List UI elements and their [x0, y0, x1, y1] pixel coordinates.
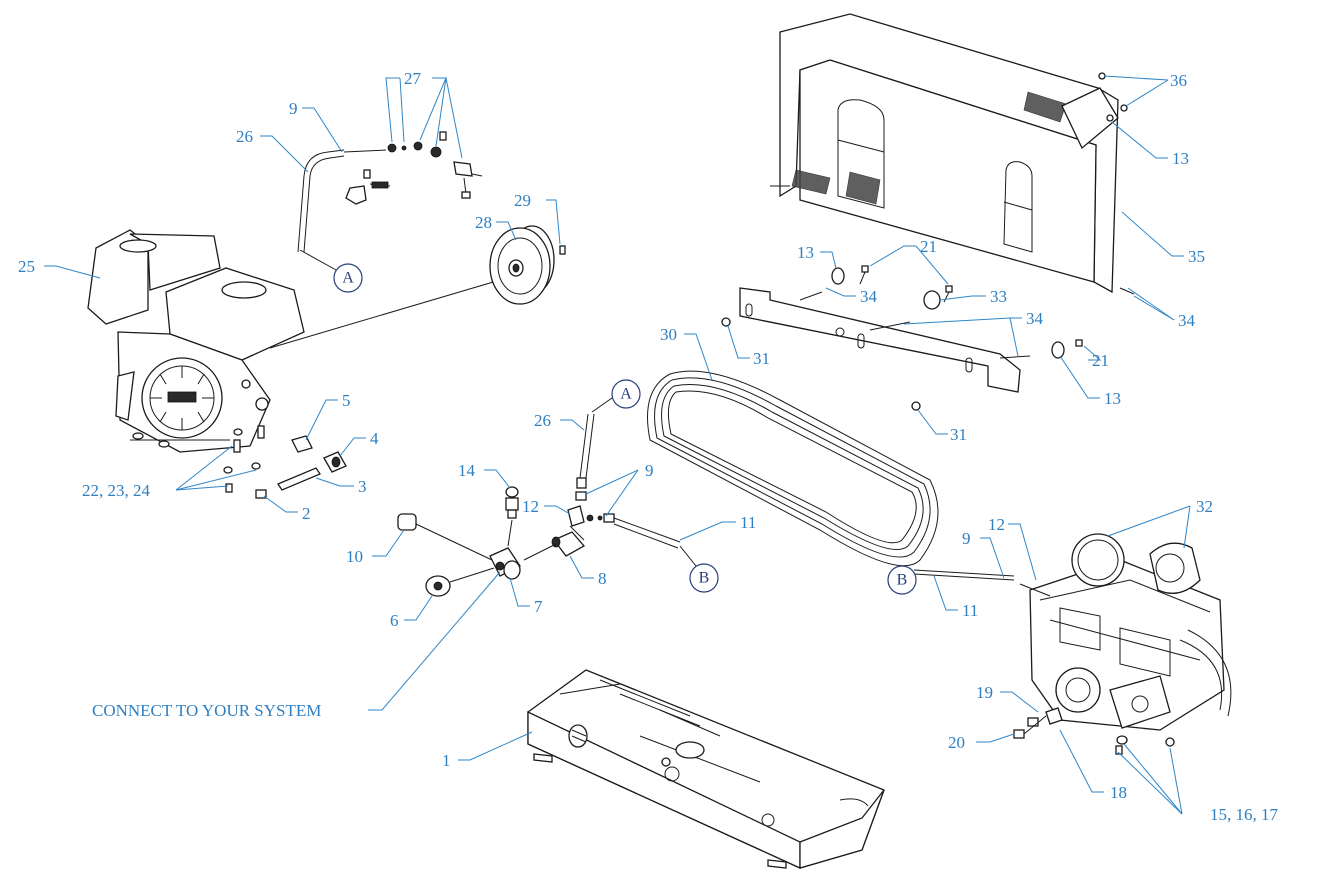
callout-22-23-24: 22, 23, 24	[82, 481, 151, 500]
callout-34-upper: 34	[860, 287, 878, 306]
callout-5: 5	[342, 391, 351, 410]
engine-pulley	[489, 225, 566, 305]
connector-a-top: A	[333, 263, 363, 293]
connector-a-top-label: A	[342, 270, 354, 287]
callout-31-upper: 31	[753, 349, 770, 368]
callout-9-top: 9	[289, 99, 298, 118]
callout-20: 20	[948, 733, 965, 752]
callout-28: 28	[475, 213, 492, 232]
pump-tube	[913, 573, 1015, 581]
callout-19: 19	[976, 683, 993, 702]
top-tube-assembly	[297, 131, 483, 253]
callout-18: 18	[1110, 783, 1127, 802]
callout-26-top: 26	[236, 127, 253, 146]
callout-6: 6	[390, 611, 399, 630]
callout-32: 32	[1196, 497, 1213, 516]
callout-25: 25	[18, 257, 35, 276]
belt-guard	[770, 13, 1135, 295]
callout-13-lower: 13	[1104, 389, 1121, 408]
callout-26-mid: 26	[534, 411, 551, 430]
callout-34-mid: 34	[1026, 309, 1044, 328]
callout-12-mid: 12	[522, 497, 539, 516]
compressor-pump	[1013, 533, 1232, 755]
callout-21-upper: 21	[920, 237, 937, 256]
connect-to-system-note: CONNECT TO YOUR SYSTEM	[92, 701, 321, 720]
engine-fittings	[223, 435, 347, 499]
connector-b-mid: B	[689, 563, 719, 593]
base-plate	[527, 669, 885, 870]
engine-fan-slots	[150, 366, 214, 430]
callout-15-16-17: 15, 16, 17	[1210, 805, 1279, 824]
bracket-hardware	[721, 265, 1083, 411]
callout-27: 27	[404, 69, 422, 88]
connector-a-mid-label: A	[620, 386, 632, 403]
callout-21-lower: 21	[1092, 351, 1109, 370]
callout-34-right: 34	[1178, 311, 1196, 330]
engine	[87, 229, 305, 453]
callout-3: 3	[358, 477, 367, 496]
connector-b-mid-label: B	[699, 570, 710, 587]
callout-8: 8	[598, 569, 607, 588]
callout-31-lower: 31	[950, 425, 967, 444]
shaft-line	[269, 279, 501, 349]
callout-29: 29	[514, 191, 531, 210]
callout-9-right: 9	[962, 529, 971, 548]
callout-labels: 27 9 26 29 28 25 5 4 3 2 22, 23, 24 14 1…	[18, 69, 1279, 824]
callout-7: 7	[534, 597, 543, 616]
callout-36: 36	[1170, 71, 1187, 90]
callout-2: 2	[302, 504, 311, 523]
callout-4: 4	[370, 429, 379, 448]
connector-a-mid: A	[611, 379, 641, 409]
callout-35: 35	[1188, 247, 1205, 266]
callout-11-right: 11	[962, 601, 978, 620]
callout-30: 30	[660, 325, 677, 344]
connector-b-right: B	[887, 565, 917, 595]
callout-12-right: 12	[988, 515, 1005, 534]
callout-14: 14	[458, 461, 476, 480]
mid-plumbing	[397, 413, 681, 597]
guard-bracket	[739, 287, 1031, 393]
callout-11-mid: 11	[740, 513, 756, 532]
callout-13-upper: 13	[797, 243, 814, 262]
callout-leaders	[44, 75, 1191, 815]
connector-b-right-label: B	[897, 572, 908, 589]
callout-10: 10	[346, 547, 363, 566]
callout-9-mid: 9	[645, 461, 654, 480]
pump-tube-2	[913, 569, 1015, 577]
callout-33: 33	[990, 287, 1007, 306]
drive-belt	[647, 370, 939, 567]
callout-1: 1	[442, 751, 451, 770]
callout-13-right: 13	[1172, 149, 1189, 168]
